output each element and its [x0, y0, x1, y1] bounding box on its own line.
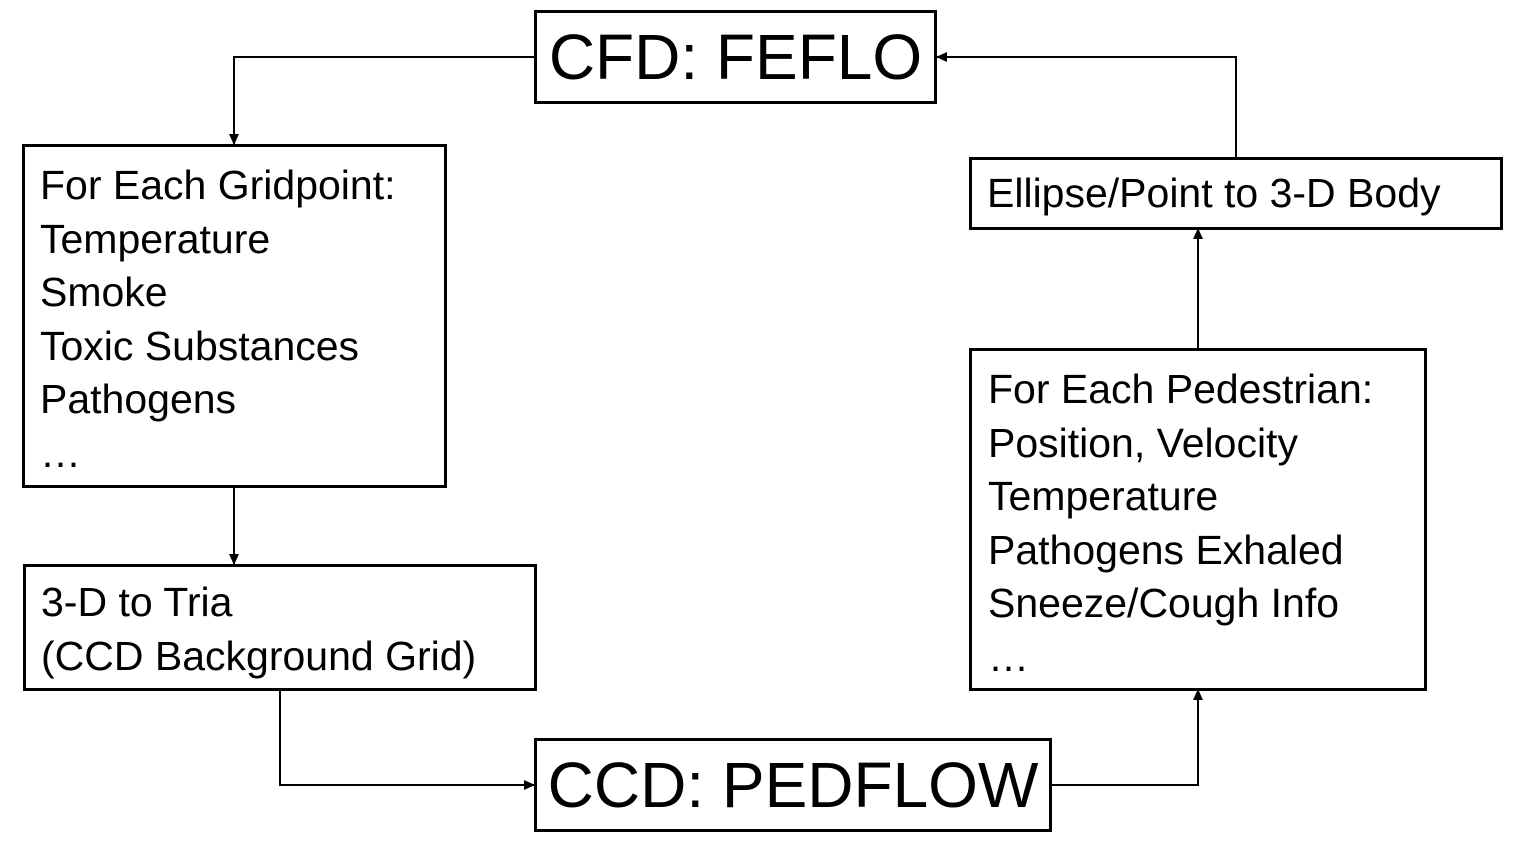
- tria-box: 3-D to Tria (CCD Background Grid): [23, 564, 537, 691]
- gridpoint-line: Temperature: [40, 215, 271, 262]
- arrow-tria-to-ccd: [279, 690, 535, 790]
- tria-line: (CCD Background Grid): [41, 632, 477, 679]
- tria-line: 3-D to Tria: [41, 579, 233, 625]
- pedestrian-line: Pathogens Exhaled: [988, 526, 1344, 573]
- cfd-feflo-label: CFD: FEFLO: [548, 21, 923, 93]
- pedestrian-box: For Each Pedestrian: Position, Velocity …: [969, 348, 1427, 691]
- gridpoint-line: Pathogens: [40, 376, 237, 422]
- gridpoint-line: …: [40, 429, 81, 476]
- pedestrian-line: Position, Velocity: [988, 419, 1298, 466]
- pedestrian-line: Sneeze/Cough Info: [988, 580, 1340, 626]
- pedestrian-line: Temperature: [988, 473, 1219, 519]
- arrow-cfd-to-gridpoint: [229, 56, 535, 145]
- arrow-ccd-to-pedestrian: [1052, 689, 1203, 786]
- ellipse-box: Ellipse/Point to 3-D Body: [969, 157, 1503, 230]
- gridpoint-line: Toxic Substances: [40, 322, 360, 369]
- ccd-pedflow-label: CCD: PEDFLOW: [547, 749, 1039, 821]
- cfd-feflo-box: CFD: FEFLO: [534, 10, 937, 104]
- pedestrian-line: …: [988, 633, 1029, 680]
- pedestrian-line: For Each Pedestrian:: [988, 366, 1374, 412]
- ellipse-label: Ellipse/Point to 3-D Body: [987, 170, 1441, 216]
- gridpoint-line: Smoke: [40, 269, 168, 315]
- ccd-pedflow-box: CCD: PEDFLOW: [534, 738, 1052, 832]
- gridpoint-box: For Each Gridpoint: Temperature Smoke To…: [22, 144, 447, 488]
- arrow-ellipse-to-cfd: [936, 52, 1237, 157]
- gridpoint-line: For Each Gridpoint:: [40, 162, 396, 208]
